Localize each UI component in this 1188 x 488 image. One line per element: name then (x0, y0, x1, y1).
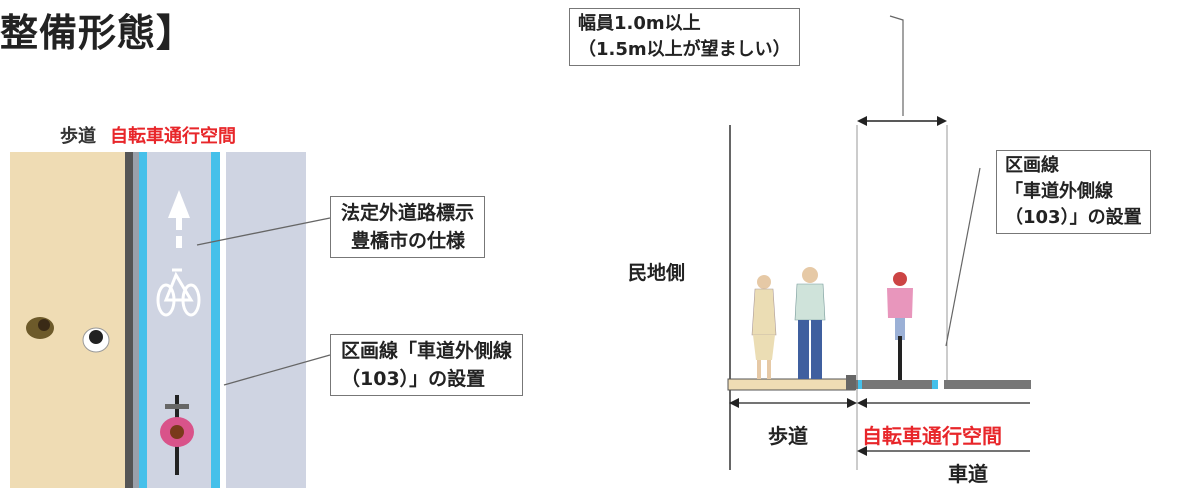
lane-line-note-line-1: 区画線 (1005, 155, 1059, 176)
plan-lane-line (220, 152, 226, 488)
cyclist-topview-icon (160, 395, 194, 475)
woman-pedestrian-icon (751, 275, 777, 379)
callout-lane-line: 区画線「車道外側線 （103）」の設置 (330, 334, 524, 396)
callout-lane-line-line-2: （103）」の設置 (341, 368, 486, 390)
bike-arrow-icon (168, 190, 190, 248)
callout-leader-marking (196, 217, 331, 246)
callout-lane-line-line-1: 区画線「車道外側線 (341, 340, 513, 362)
lane-line-note-line-2: 「車道外側線 (1005, 181, 1113, 202)
plan-view (10, 152, 331, 488)
plan-curb (125, 152, 133, 488)
plan-sidewalk-label: 歩道 (60, 126, 96, 147)
man-pedestrian-icon (794, 267, 826, 379)
plan-bikeway-label: 自転車通行空間 (110, 126, 236, 147)
callout-marking: 法定外道路標示 豊橋市の仕様 (330, 196, 486, 258)
section-sidewalk-label: 歩道 (768, 424, 808, 448)
plan-sidewalk-surface (10, 152, 128, 488)
callout-marking-line-1: 法定外道路標示 (341, 202, 475, 224)
section-view (727, 15, 1031, 470)
lane-line-note: 区画線 「車道外側線 （103）」の設置 (996, 150, 1151, 234)
cyclist-rearview-icon (887, 272, 913, 380)
section-sidewalk-slab (727, 378, 856, 391)
width-note-line-1: 幅員1.0m以上 (578, 13, 701, 34)
lane-line-note-leader (945, 167, 981, 347)
lane-line-note-line-3: （103）」の設置 (1005, 207, 1142, 228)
pedestrian-topview-icon (26, 317, 110, 353)
plan-curb-edge (133, 152, 139, 488)
bicycle-pictogram-icon (156, 268, 201, 317)
callout-leader-lane-line (223, 354, 331, 386)
plan-roadway-surface (226, 152, 306, 488)
section-roadway-label: 車道 (948, 462, 988, 486)
width-note-leader (889, 15, 904, 116)
section-bikeway-label: 自転車通行空間 (862, 424, 1002, 448)
plan-blue-line-left (139, 152, 147, 488)
width-note-line-2: （1.5m以上が望ましい） (578, 39, 791, 60)
width-note: 幅員1.0m以上 （1.5m以上が望ましい） (569, 8, 800, 66)
plan-blue-line-right (211, 152, 220, 488)
private-land-side-label: 民地側 (628, 262, 686, 284)
section-curb (846, 375, 856, 390)
callout-marking-line-2: 豊橋市の仕様 (351, 230, 466, 252)
page-heading: 整備形態】 (0, 11, 196, 55)
